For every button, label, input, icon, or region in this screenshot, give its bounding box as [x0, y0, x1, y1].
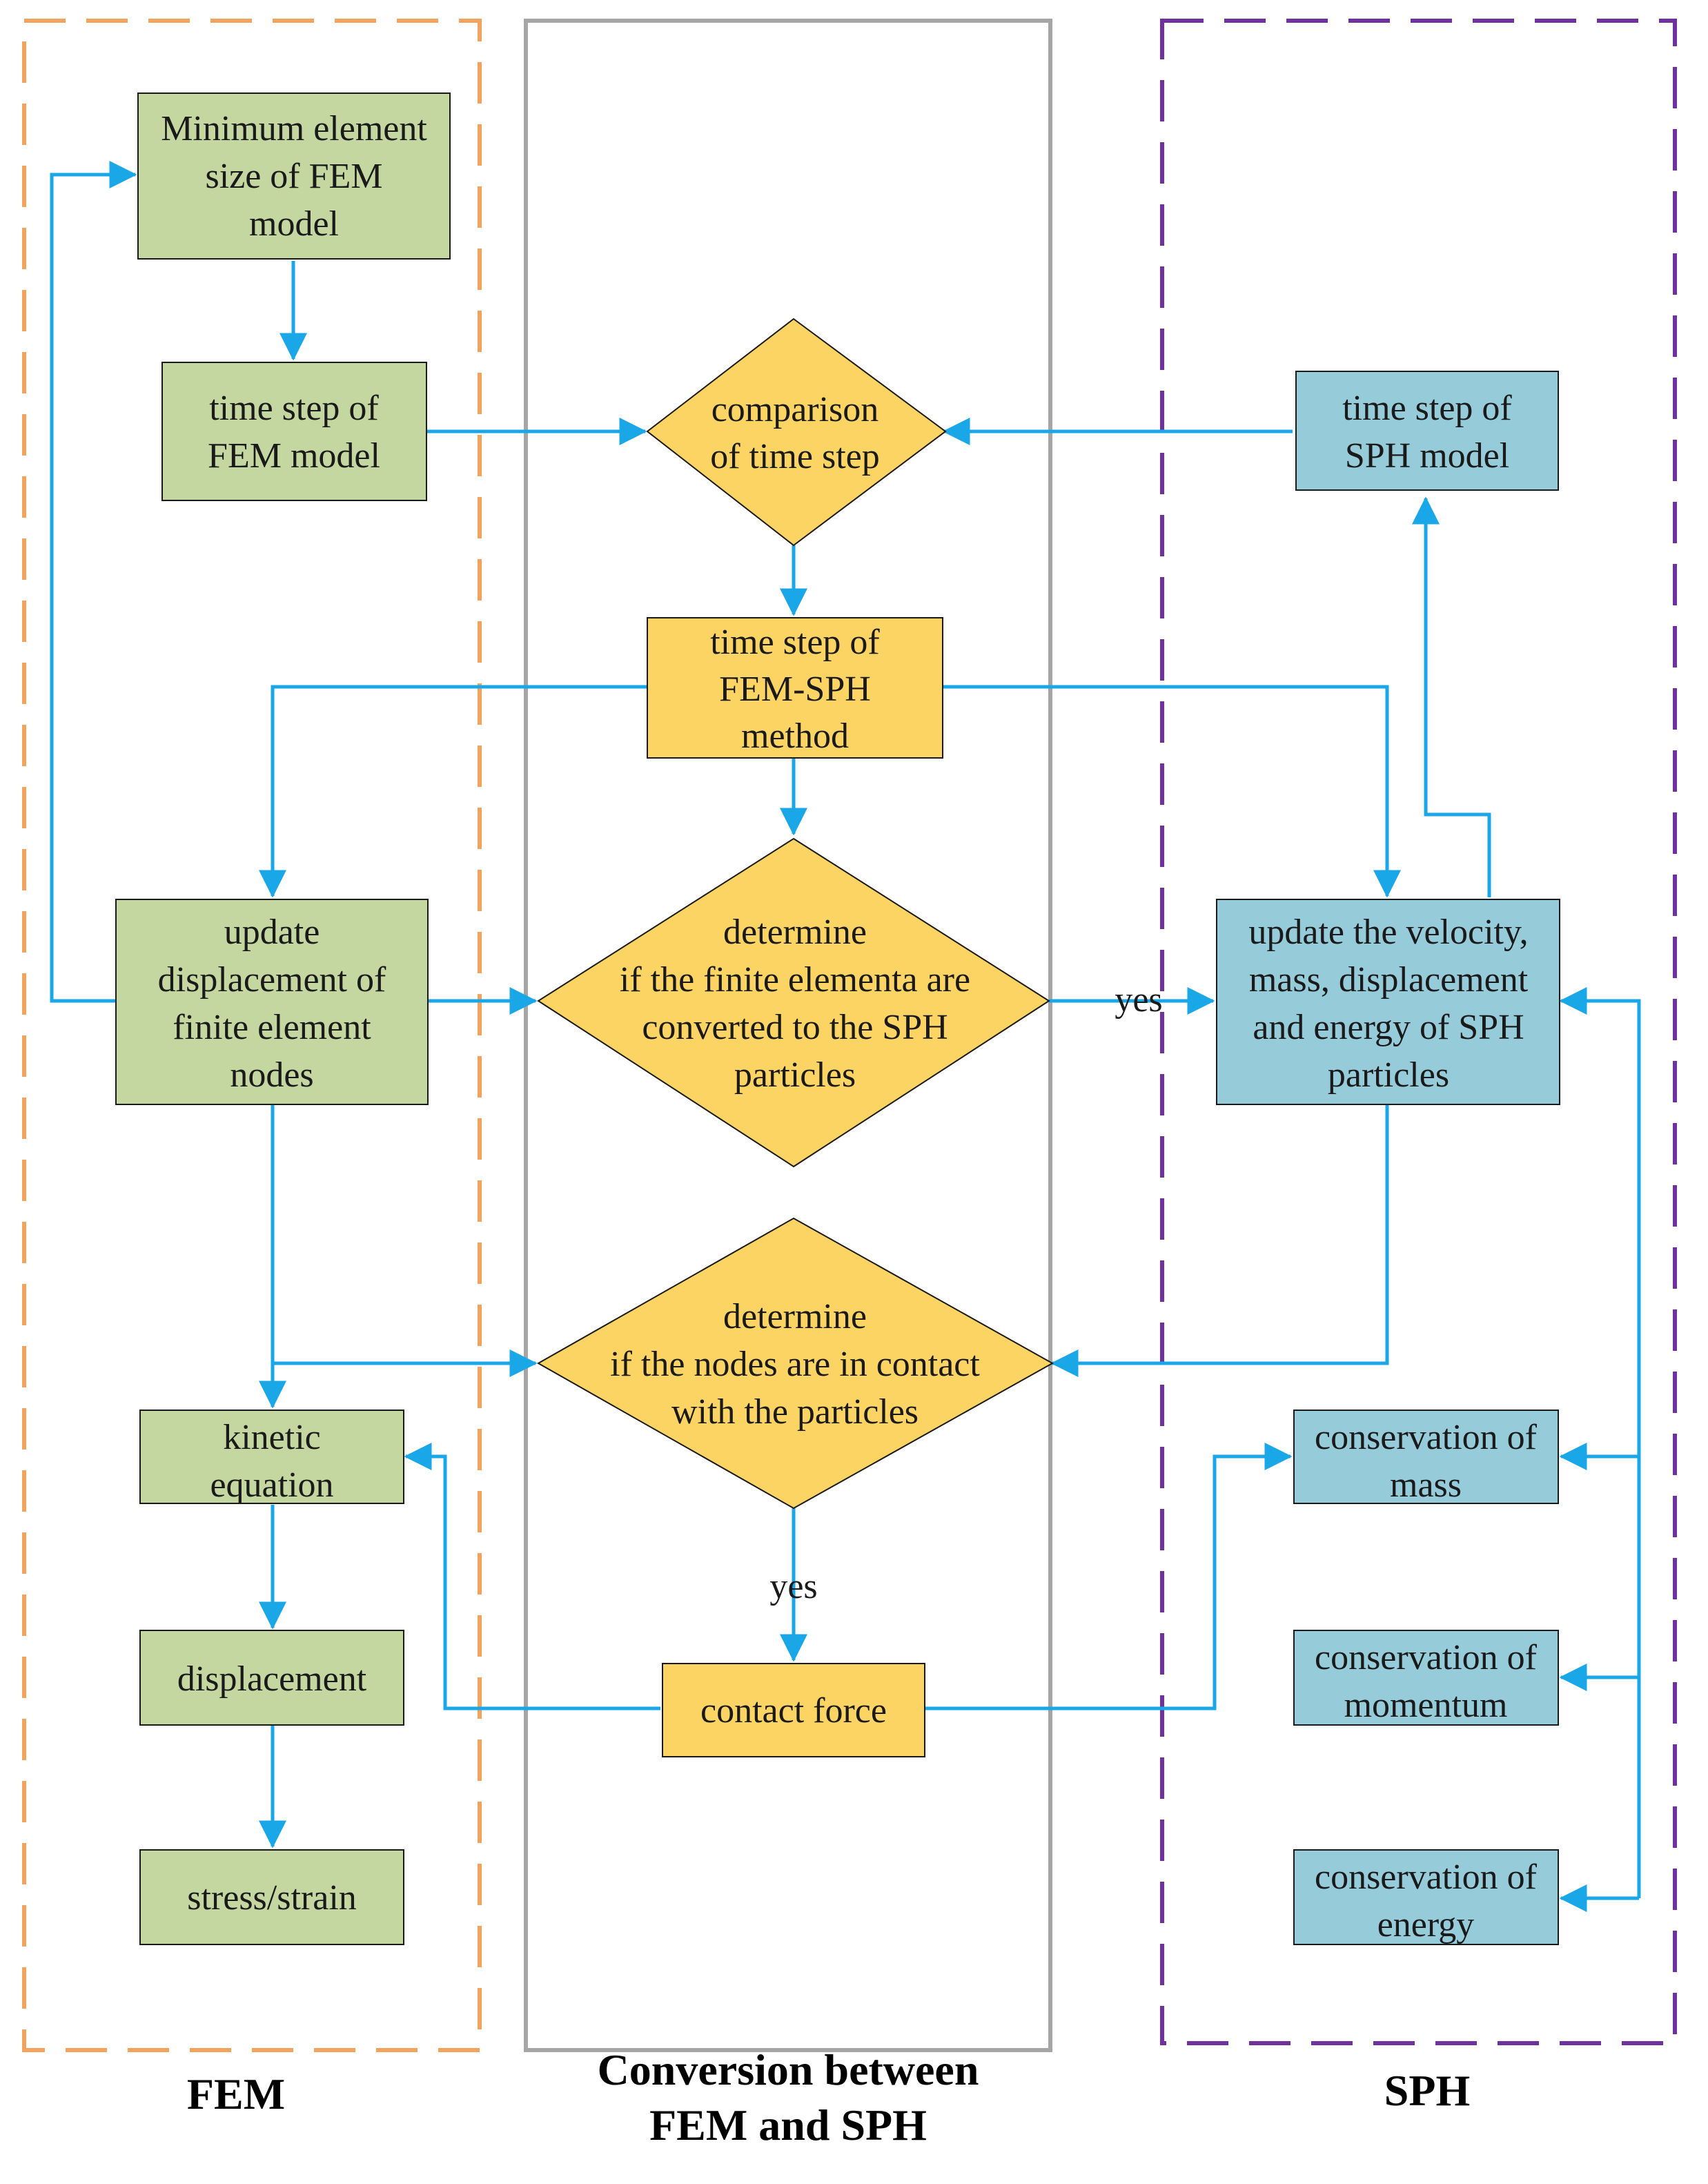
- conversion-region-frame: [524, 19, 1052, 2052]
- fem-region-frame: [22, 19, 482, 2052]
- node-cons-momentum: conservation of momentum: [1293, 1630, 1559, 1726]
- node-update-sph-line2: mass, displacement: [1249, 960, 1529, 1000]
- edge-contact-force-to-kinetic: [404, 1443, 660, 1710]
- node-determine-convert: determine if the finite elementa are con…: [537, 837, 1050, 1168]
- edge-update-displacement-loop-to-min-element: [50, 161, 137, 1003]
- node-kinetic: kinetic equation: [139, 1410, 404, 1505]
- node-min-element-line3: model: [249, 204, 339, 244]
- node-cons-mass: conservation of mass: [1293, 1410, 1559, 1505]
- node-femsph-time-step: time step of FEM-SPH method: [647, 617, 943, 759]
- fem-region-label: FEM: [187, 2069, 285, 2118]
- node-cons-mass-line1: conservation of: [1315, 1418, 1538, 1457]
- node-determine-convert-line3: converted to the SPH: [642, 1008, 948, 1047]
- node-min-element-line2: size of FEM: [205, 157, 382, 196]
- node-cons-momentum-line1: conservation of: [1315, 1638, 1538, 1677]
- node-update-displacement-line3: finite element: [173, 1008, 371, 1047]
- node-displacement-line1: displacement: [177, 1659, 367, 1699]
- node-cons-momentum-line2: momentum: [1344, 1686, 1508, 1725]
- node-contact-force-line1: contact force: [700, 1691, 887, 1730]
- edge-femsph-to-update-sph: [943, 685, 1401, 898]
- conversion-region-label-line1: Conversion between: [598, 2045, 979, 2094]
- node-sph-time-step-line1: time step of: [1342, 389, 1512, 428]
- node-fem-time-step: time step of FEM model: [161, 362, 427, 501]
- node-min-element: Minimum element size of FEM model: [137, 92, 451, 260]
- node-determine-convert-line2: if the finite elementa are: [620, 960, 970, 1000]
- edge-bus-to-update-sph: [1559, 987, 1641, 1898]
- node-stress-line1: stress/strain: [187, 1878, 357, 1918]
- node-update-displacement: update displacement of finite element no…: [115, 899, 429, 1105]
- node-cons-energy-line1: conservation of: [1315, 1858, 1538, 1897]
- node-sph-time-step-line2: SPH model: [1345, 436, 1509, 476]
- node-stress: stress/strain: [139, 1849, 404, 1945]
- node-determine-contact-line1: determine: [723, 1297, 867, 1336]
- edge-label-yes-right: yes: [1115, 980, 1162, 1020]
- node-comparison-line2: of time step: [710, 437, 880, 476]
- node-update-sph-line1: update the velocity,: [1248, 913, 1528, 952]
- node-comparison-line1: comparison: [711, 390, 879, 429]
- node-femsph-time-step-line2: FEM-SPH: [719, 670, 871, 709]
- edge-update-sph-to-sph-time-step: [1412, 496, 1491, 897]
- node-update-displacement-line2: displacement of: [158, 960, 386, 1000]
- node-determine-contact-line3: with the particles: [671, 1392, 919, 1432]
- node-cons-energy: conservation of energy: [1293, 1849, 1559, 1945]
- node-femsph-time-step-line1: time step of: [710, 623, 880, 662]
- sph-region-label: SPH: [1384, 2066, 1470, 2115]
- node-update-sph-line4: particles: [1328, 1055, 1449, 1095]
- edge-update-sph-to-determine-contact: [1050, 1104, 1389, 1377]
- node-cons-energy-line2: energy: [1377, 1905, 1475, 1944]
- node-kinetic-line2: equation: [210, 1465, 333, 1505]
- edge-femsph-to-update-displacement: [259, 685, 647, 898]
- node-sph-time-step: time step of SPH model: [1295, 371, 1559, 491]
- node-kinetic-line1: kinetic: [223, 1418, 321, 1457]
- node-femsph-time-step-line3: method: [741, 716, 849, 756]
- node-cons-mass-line2: mass: [1390, 1465, 1462, 1505]
- node-update-sph: update the velocity, mass, displacement …: [1216, 899, 1560, 1105]
- node-update-displacement-line1: update: [224, 913, 320, 952]
- node-update-sph-line3: and energy of SPH: [1253, 1008, 1524, 1047]
- node-contact-force: contact force: [662, 1663, 925, 1757]
- node-fem-time-step-line1: time step of: [209, 389, 379, 428]
- node-update-displacement-line4: nodes: [230, 1055, 313, 1095]
- node-determine-convert-line4: particles: [734, 1055, 856, 1095]
- node-displacement: displacement: [139, 1630, 404, 1726]
- node-min-element-line1: Minimum element: [161, 109, 427, 148]
- sph-region-frame: [1160, 19, 1677, 2045]
- edge-label-yes-down: yes: [769, 1567, 817, 1606]
- node-fem-time-step-line2: FEM model: [208, 436, 380, 476]
- conversion-region-label-line2: FEM and SPH: [649, 2100, 927, 2149]
- edge-contact-force-to-cons-mass: [925, 1443, 1293, 1710]
- node-determine-contact-line2: if the nodes are in contact: [610, 1345, 980, 1384]
- node-determine-convert-line1: determine: [723, 913, 867, 952]
- node-determine-contact: determine if the nodes are in contact wi…: [536, 1217, 1054, 1510]
- node-comparison: comparison of time step: [646, 318, 947, 547]
